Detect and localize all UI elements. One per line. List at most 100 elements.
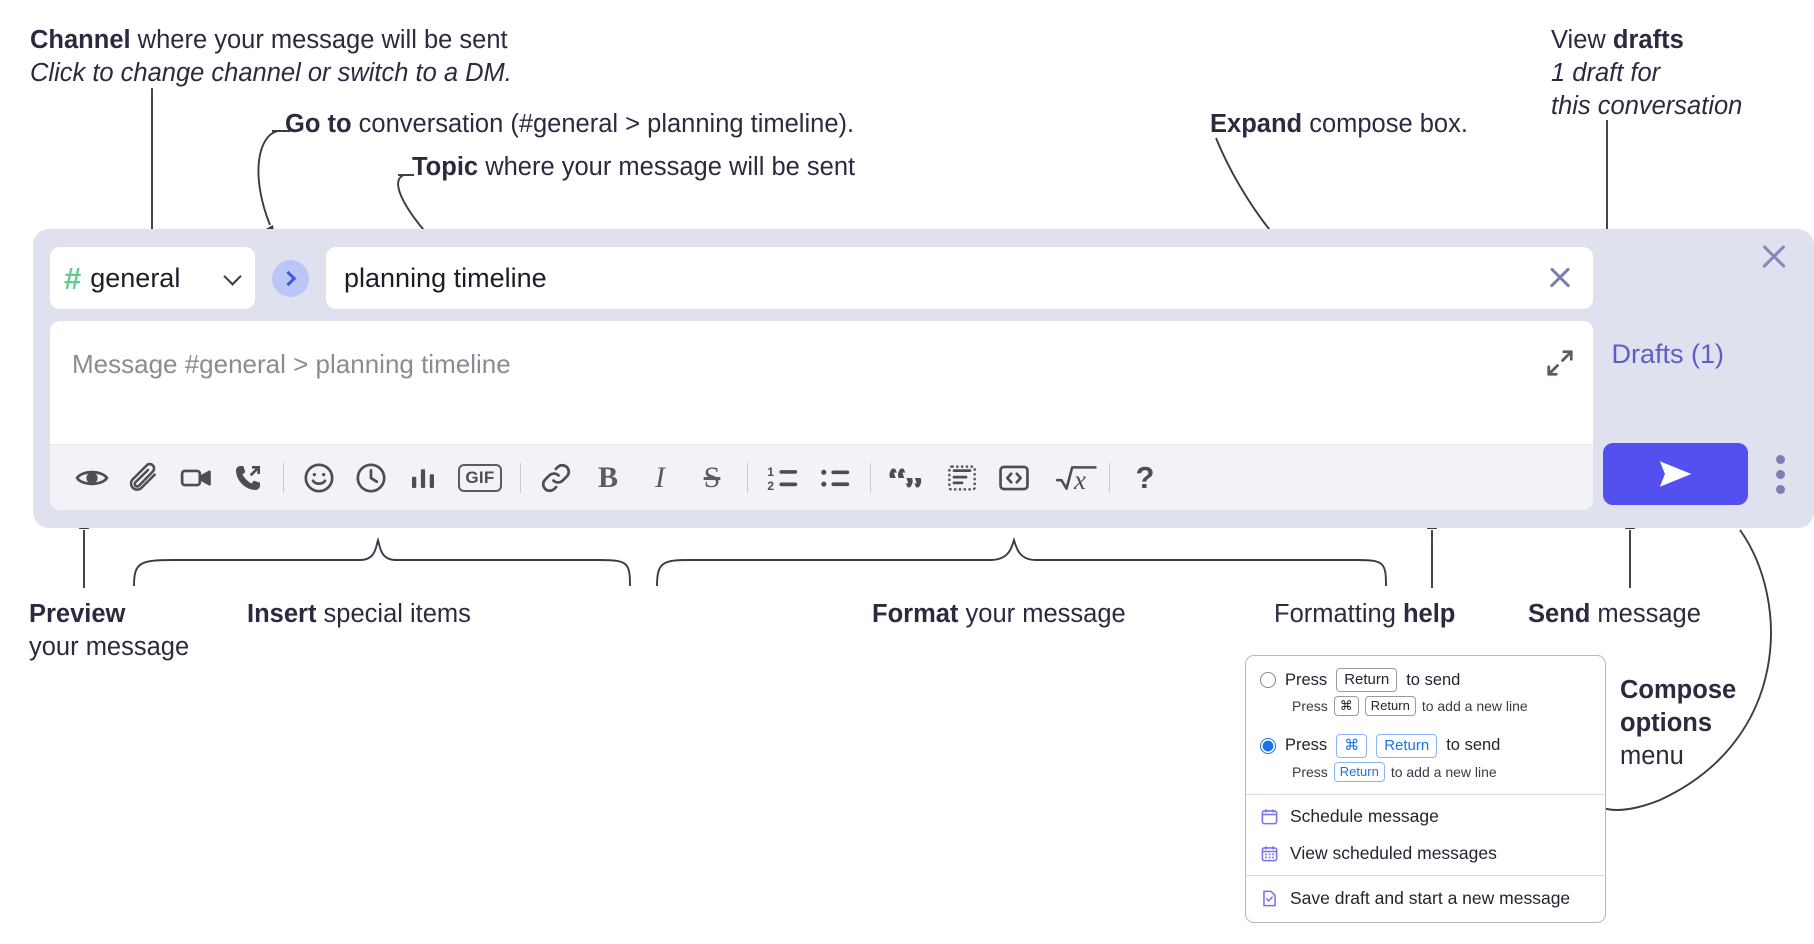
annotation-compose-bold2: options bbox=[1620, 709, 1713, 738]
compose-header-row: # general planning timeline bbox=[50, 247, 1814, 309]
annotation-drafts-italic1: 1 draft for bbox=[1551, 59, 1661, 88]
send-option-return[interactable]: Press Return to send bbox=[1246, 656, 1605, 694]
menu-item-save-draft[interactable]: Save draft and start a new message bbox=[1246, 876, 1605, 922]
annotation-format: Format your message bbox=[872, 598, 1126, 631]
send-button[interactable] bbox=[1603, 443, 1748, 505]
annotation-preview: Preview your message bbox=[29, 598, 189, 664]
send-option-return-sub: Press ⌘ Return to add a new line bbox=[1246, 694, 1605, 725]
radio-icon[interactable] bbox=[1260, 672, 1276, 689]
kebab-dot bbox=[1775, 485, 1785, 494]
expand-icon[interactable] bbox=[1545, 348, 1575, 378]
annotation-compose-rest: menu bbox=[1620, 742, 1684, 771]
annotation-insert-rest: special items bbox=[316, 600, 471, 628]
radio-icon-selected[interactable] bbox=[1260, 737, 1276, 754]
annotation-send: Send message bbox=[1528, 598, 1701, 631]
preview-icon[interactable] bbox=[66, 452, 118, 504]
annotation-send-bold: Send bbox=[1528, 600, 1591, 628]
annotation-drafts-plain: View bbox=[1551, 26, 1613, 54]
key-return: Return bbox=[1333, 762, 1385, 782]
annotation-expand: Expand compose box. bbox=[1210, 108, 1468, 141]
channel-name-label: general bbox=[90, 262, 181, 293]
annotation-topic-bold: Topic bbox=[412, 153, 479, 181]
panel-close-icon[interactable] bbox=[1758, 241, 1790, 273]
annotation-insert: Insert special items bbox=[247, 598, 471, 631]
divider bbox=[283, 462, 284, 493]
chevron-right-icon bbox=[280, 270, 297, 287]
code-icon[interactable] bbox=[988, 452, 1040, 504]
menu-item-schedule-message[interactable]: Schedule message bbox=[1246, 795, 1605, 835]
bulleted-list-icon[interactable] bbox=[809, 452, 861, 504]
calendar-grid-icon bbox=[1261, 845, 1278, 862]
ordered-list-icon[interactable]: 1 2 bbox=[757, 452, 809, 504]
link-icon[interactable] bbox=[530, 452, 582, 504]
divider bbox=[870, 462, 871, 493]
kebab-dot bbox=[1775, 470, 1785, 479]
clock-icon[interactable] bbox=[345, 452, 397, 504]
option-suffix: to send bbox=[1406, 670, 1461, 689]
menu-item-view-scheduled[interactable]: View scheduled messages bbox=[1246, 835, 1605, 875]
key-cmd: ⌘ bbox=[1333, 696, 1359, 716]
formatting-toolbar: GIF B I S 1 2 bbox=[50, 444, 1593, 510]
annotation-channel-rest: where your message will be sent bbox=[130, 26, 508, 54]
channel-selector[interactable]: # general bbox=[50, 247, 255, 309]
code-block-icon[interactable] bbox=[936, 452, 988, 504]
calendar-icon bbox=[1261, 808, 1278, 825]
compose-options-button[interactable] bbox=[1770, 455, 1790, 500]
annotation-channel-bold: Channel bbox=[30, 26, 131, 54]
video-icon[interactable] bbox=[170, 452, 222, 504]
kebab-dot bbox=[1775, 455, 1785, 464]
svg-text:1: 1 bbox=[767, 464, 774, 478]
compose-options-menu: Press Return to send Press ⌘ Return to a… bbox=[1245, 655, 1606, 923]
hash-icon: # bbox=[64, 260, 82, 296]
annotation-drafts-italic2: this conversation bbox=[1551, 92, 1743, 121]
annotation-goto-bold: Go to bbox=[285, 110, 352, 138]
annotation-send-rest: message bbox=[1590, 600, 1701, 628]
call-icon[interactable] bbox=[222, 452, 274, 504]
chevron-down-icon bbox=[225, 270, 241, 286]
strikethrough-icon[interactable]: S bbox=[703, 460, 721, 494]
document-check-icon bbox=[1263, 890, 1276, 907]
menu-item-label: Save draft and start a new message bbox=[1290, 887, 1571, 908]
italic-icon[interactable]: I bbox=[655, 460, 665, 494]
annotation-format-bold: Format bbox=[872, 600, 959, 628]
key-return: Return bbox=[1376, 733, 1438, 759]
gif-icon[interactable]: GIF bbox=[449, 452, 511, 504]
close-icon[interactable] bbox=[1545, 263, 1575, 293]
annotation-help-bold: help bbox=[1402, 600, 1456, 628]
svg-text:2: 2 bbox=[767, 479, 774, 493]
compose-panel: # general planning timeline Message #gen… bbox=[33, 229, 1814, 528]
poll-icon[interactable] bbox=[397, 452, 449, 504]
annotation-topic: Topic where your message will be sent bbox=[412, 151, 855, 184]
annotation-topic-rest: where your message will be sent bbox=[478, 153, 856, 181]
menu-item-label: View scheduled messages bbox=[1290, 842, 1497, 863]
message-placeholder: Message #general > planning timeline bbox=[72, 349, 511, 379]
go-to-conversation-button[interactable] bbox=[272, 260, 309, 297]
blockquote-icon[interactable] bbox=[880, 452, 936, 504]
divider bbox=[747, 462, 748, 493]
divider bbox=[520, 462, 521, 493]
key-return: Return bbox=[1336, 668, 1398, 693]
sub-suffix: to add a new line bbox=[1390, 763, 1497, 780]
option-prefix: Press bbox=[1285, 736, 1328, 755]
annotation-drafts: View drafts 1 draft for this conversatio… bbox=[1551, 24, 1742, 123]
annotation-goto-rest: conversation (#general > planning timeli… bbox=[351, 110, 855, 138]
send-option-cmd-return[interactable]: Press ⌘ Return to send bbox=[1246, 725, 1605, 760]
key-cmd: ⌘ bbox=[1336, 733, 1368, 759]
emoji-icon[interactable] bbox=[293, 452, 345, 504]
sub-prefix: Press bbox=[1292, 763, 1328, 780]
annotation-compose-options: Compose options menu bbox=[1620, 674, 1736, 773]
annotation-drafts-bold: drafts bbox=[1612, 26, 1684, 54]
drafts-link[interactable]: Drafts (1) bbox=[1611, 339, 1724, 369]
topic-value: planning timeline bbox=[344, 262, 547, 293]
message-input-area[interactable]: Message #general > planning timeline bbox=[50, 321, 1593, 510]
gif-label: GIF bbox=[458, 463, 502, 492]
bold-icon[interactable]: B bbox=[597, 460, 618, 494]
math-icon[interactable]: x bbox=[1040, 452, 1100, 504]
annotation-goto: Go to conversation (#general > planning … bbox=[285, 108, 854, 141]
option-suffix: to send bbox=[1446, 736, 1501, 755]
annotation-preview-bold: Preview bbox=[29, 600, 126, 628]
send-arrow-icon bbox=[1659, 461, 1691, 487]
topic-input[interactable]: planning timeline bbox=[326, 247, 1593, 309]
attachment-icon[interactable] bbox=[118, 452, 170, 504]
help-icon[interactable]: ? bbox=[1135, 459, 1155, 495]
